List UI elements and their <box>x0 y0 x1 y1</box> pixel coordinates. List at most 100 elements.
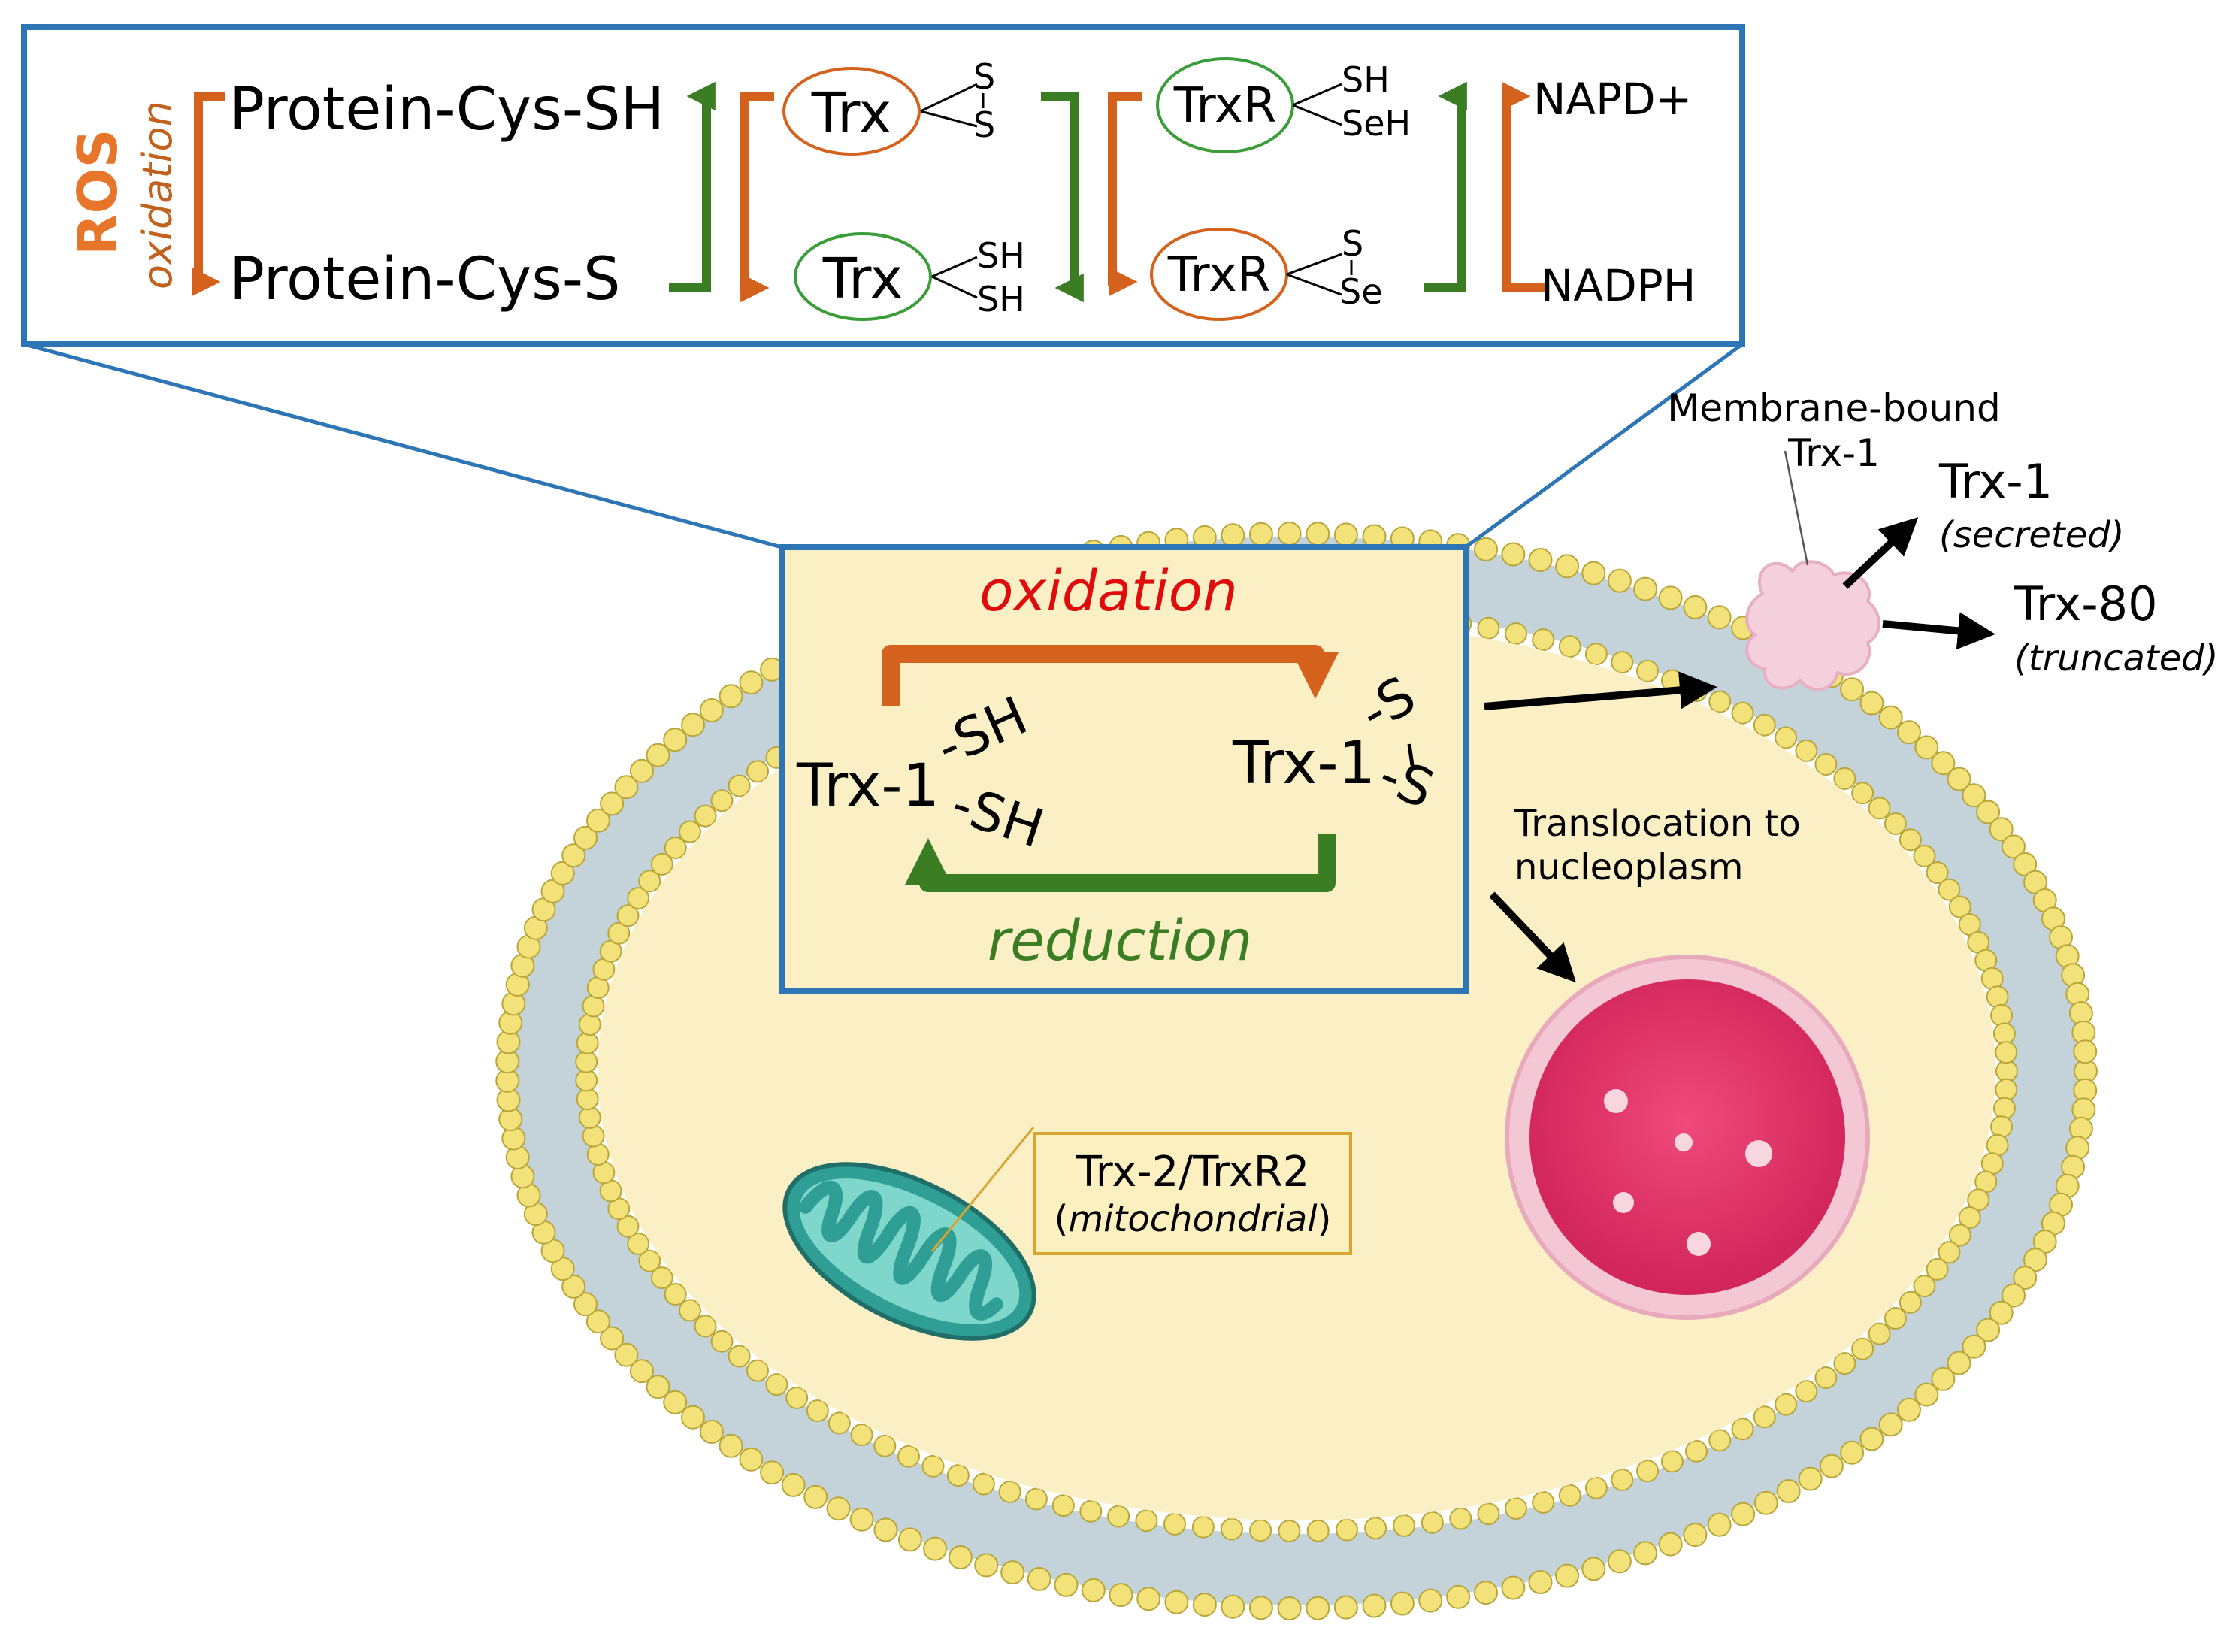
lipid-head-inner <box>1584 643 1608 666</box>
lipid-head-outer <box>1054 1572 1079 1597</box>
translocation-label-2: nucleoplasm <box>1514 846 1743 888</box>
lipid-head-outer <box>1658 1532 1683 1557</box>
lipid-head-inner <box>998 1480 1021 1503</box>
lipid-head-outer <box>573 1292 598 1317</box>
lipid-head-outer <box>897 1527 922 1552</box>
lipid-head-outer <box>1446 1584 1471 1609</box>
lipid-head-inner <box>1913 1275 1936 1298</box>
lipid-head-outer <box>614 1342 639 1367</box>
truncation-arrow <box>1882 612 1995 650</box>
lipid-head-inner <box>946 1464 970 1487</box>
zoom-line-left <box>23 342 782 549</box>
lipid-head-outer <box>1474 1581 1498 1605</box>
lipid-head-inner <box>1163 1512 1186 1536</box>
lipid-head-inner <box>1795 739 1818 762</box>
lipid-head-inner <box>576 1031 599 1054</box>
mito-label-name: Trx-2/TrxR2 <box>1076 1148 1310 1197</box>
lipid-head-inner <box>694 1315 717 1338</box>
lipid-head-outer <box>1501 1575 1526 1600</box>
trx-oxidized-s2: S <box>973 104 995 145</box>
lipid-head-outer <box>1277 522 1302 546</box>
lipid-head-outer <box>1819 1454 1844 1478</box>
trx-oxidized-s1: S <box>973 56 995 97</box>
lipid-head-outer <box>585 1309 610 1334</box>
lipid-head-inner <box>616 904 640 927</box>
lipid-head-outer <box>1897 1397 1921 1422</box>
lipid-head-inner <box>1913 844 1936 867</box>
lipid-head-inner <box>650 852 673 876</box>
lipid-head-inner <box>664 837 687 859</box>
lipid-head-inner <box>1135 1509 1158 1532</box>
lipid-head-outer <box>629 1359 654 1384</box>
lipid-head-inner <box>1393 1514 1416 1537</box>
lipid-head-inner <box>1995 1060 2018 1082</box>
lipid-head-inner <box>576 1088 599 1111</box>
lipid-head-outer <box>561 843 586 868</box>
lipid-head-outer <box>974 1553 999 1578</box>
lipid-head-outer <box>1633 576 1658 601</box>
protein-reduction-arrow <box>669 81 716 292</box>
lipid-head-outer <box>1474 537 1498 561</box>
lipid-head-inner <box>850 1424 873 1446</box>
lipid-head-outer <box>1753 1490 1778 1515</box>
lipid-head-inner <box>1833 767 1856 790</box>
lipid-head-outer <box>2002 1283 2026 1308</box>
lipid-head-outer <box>1989 817 2014 842</box>
lipid-head-inner <box>1636 1460 1659 1483</box>
lipid-head-outer <box>1962 1334 1986 1359</box>
lipid-head-outer <box>1528 1570 1553 1594</box>
trx-oxidation-arrow <box>740 92 774 303</box>
nuclear-pore <box>1604 1089 1628 1113</box>
lipid-head-inner <box>1636 659 1659 682</box>
lipid-head-outer <box>2013 1266 2038 1290</box>
zoom-line-right <box>1464 342 1744 549</box>
lipid-head-inner <box>1079 1499 1103 1523</box>
lipid-head-outer <box>573 825 598 850</box>
lipid-head-outer <box>681 1405 705 1430</box>
lipid-head-outer <box>1707 605 1732 630</box>
lipid-head-inner <box>1558 635 1581 658</box>
trx1-reduced-label: Trx-1 <box>796 752 939 820</box>
trxr-oxidized-se: Se <box>1339 271 1383 312</box>
lipid-head-inner <box>1899 828 1922 852</box>
trx1-oxidized-disulfide <box>1407 743 1415 771</box>
lipid-head-inner <box>1477 616 1500 640</box>
lipid-head-outer <box>1164 1590 1189 1614</box>
trx-reduced-bond <box>931 256 978 299</box>
lipid-head-inner <box>650 1266 673 1290</box>
lipid-head-outer <box>1390 1591 1415 1616</box>
lipid-head-outer <box>614 775 639 800</box>
lipid-head-inner <box>728 1345 751 1368</box>
lipid-head-inner <box>1868 1322 1891 1345</box>
lipid-head-inner <box>1306 1519 1330 1542</box>
lipid-head-outer <box>1306 1596 1330 1620</box>
membrane-bound-label-1: Membrane-bound <box>1667 386 2000 430</box>
lipid-head-outer <box>1192 1593 1217 1617</box>
lipid-head-inner <box>575 1050 598 1073</box>
ros-label: ROS <box>66 129 129 256</box>
lipid-head-outer <box>1362 1593 1387 1618</box>
mitochondrion <box>782 1162 1036 1341</box>
lipid-head-outer <box>1555 1563 1580 1588</box>
trxr-reduced-bond <box>1292 83 1342 126</box>
lipid-head-outer <box>1683 1523 1708 1548</box>
lipid-head-inner <box>1107 1505 1130 1528</box>
lipid-head-outer <box>585 808 610 833</box>
lipid-head-inner <box>1899 1290 1922 1314</box>
lipid-head-inner <box>765 1373 788 1396</box>
lipid-head-inner <box>1220 1517 1243 1541</box>
lipid-head-outer <box>1914 735 1939 760</box>
lipid-head-outer <box>1248 1596 1273 1620</box>
ros-bracket-arrow <box>192 92 225 297</box>
lipid-head-inner <box>1926 1257 1949 1281</box>
lipid-head-outer <box>1897 720 1921 745</box>
lipid-head-inner <box>578 1106 601 1129</box>
lipid-head-inner <box>1884 812 1907 835</box>
inset-oxidation-arrow <box>882 645 1339 706</box>
nuclear-pore <box>1675 1133 1693 1151</box>
protein-cys-s: Protein-Cys-S <box>229 246 620 313</box>
lipid-head-inner <box>1851 782 1874 805</box>
lipid-head-inner <box>806 1399 829 1422</box>
lipid-head-inner <box>1611 1468 1634 1491</box>
